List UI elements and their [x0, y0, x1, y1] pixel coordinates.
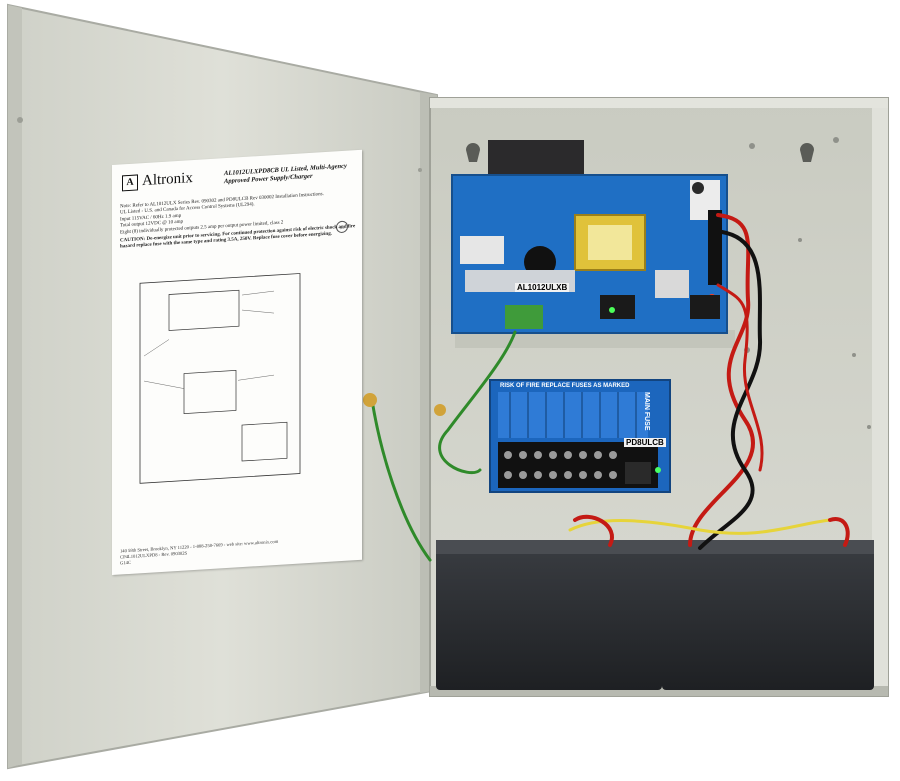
- power-supply-board: [451, 174, 728, 334]
- brand-name: Altronix: [142, 170, 193, 190]
- psu-bracket: [455, 330, 735, 348]
- altronix-logo-icon: A: [122, 173, 138, 191]
- label-footer: 140 58th Street, Brooklyn, NY 11220 - 1-…: [120, 534, 356, 566]
- label-notes: Note: Refer to AL1012ULX Series Rev. 090…: [120, 190, 356, 251]
- wiring: [363, 213, 850, 562]
- battery-left: [436, 540, 662, 690]
- power-distribution-board: [489, 379, 671, 493]
- battery-right: [662, 540, 874, 690]
- pd-board-label: PD8ULCB: [624, 438, 666, 447]
- label-title: AL1012ULXPD8CB UL Listed, Multi-Agency A…: [224, 162, 347, 186]
- psu-board-label: AL1012ULXB: [515, 283, 570, 292]
- wiring-diagram: [139, 273, 301, 484]
- fuse-warning-label: RISK OF FIRE REPLACE FUSES AS MARKED: [500, 383, 630, 389]
- instruction-label: A Altronix AL1012ULXPD8CB UL Listed, Mul…: [112, 149, 362, 575]
- main-fuse-label: MAIN FUSE: [643, 392, 650, 431]
- altronix-logo: A Altronix: [122, 170, 193, 191]
